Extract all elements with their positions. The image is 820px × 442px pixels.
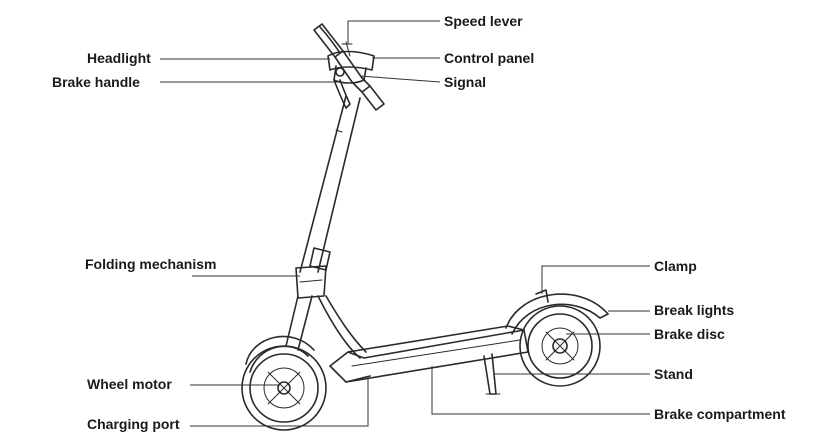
speed-lever-leader — [347, 20, 440, 44]
label-signal: Signal — [444, 74, 487, 90]
label-break-lights: Break lights — [654, 302, 735, 318]
label-stand: Stand — [654, 366, 693, 382]
label-brake-compartment: Brake compartment — [654, 406, 786, 422]
label-brake-handle: Brake handle — [52, 74, 140, 90]
brake-compartment-leader — [431, 366, 650, 415]
label-headlight: Headlight — [87, 50, 151, 66]
label-speed-lever: Speed lever — [444, 13, 523, 29]
charging-port-leader — [190, 378, 369, 427]
label-brake-disc: Brake disc — [654, 326, 725, 342]
label-clamp: Clamp — [654, 258, 697, 274]
clamp-leader — [541, 265, 650, 294]
folding-mechanism-drawing — [295, 247, 331, 299]
label-wheel-motor: Wheel motor — [87, 376, 172, 392]
rear-wheel — [519, 305, 601, 387]
brake-handle-drawing — [333, 79, 351, 109]
signal-leader — [359, 75, 441, 83]
scooter-illustration — [241, 23, 609, 431]
label-charging-port: Charging port — [87, 416, 180, 432]
front-wheel — [241, 345, 327, 431]
stem — [299, 95, 361, 273]
label-folding-mechanism: Folding mechanism — [85, 256, 217, 272]
leader-lines — [160, 20, 650, 427]
rear-fender — [505, 289, 609, 335]
label-control-panel: Control panel — [444, 50, 535, 66]
